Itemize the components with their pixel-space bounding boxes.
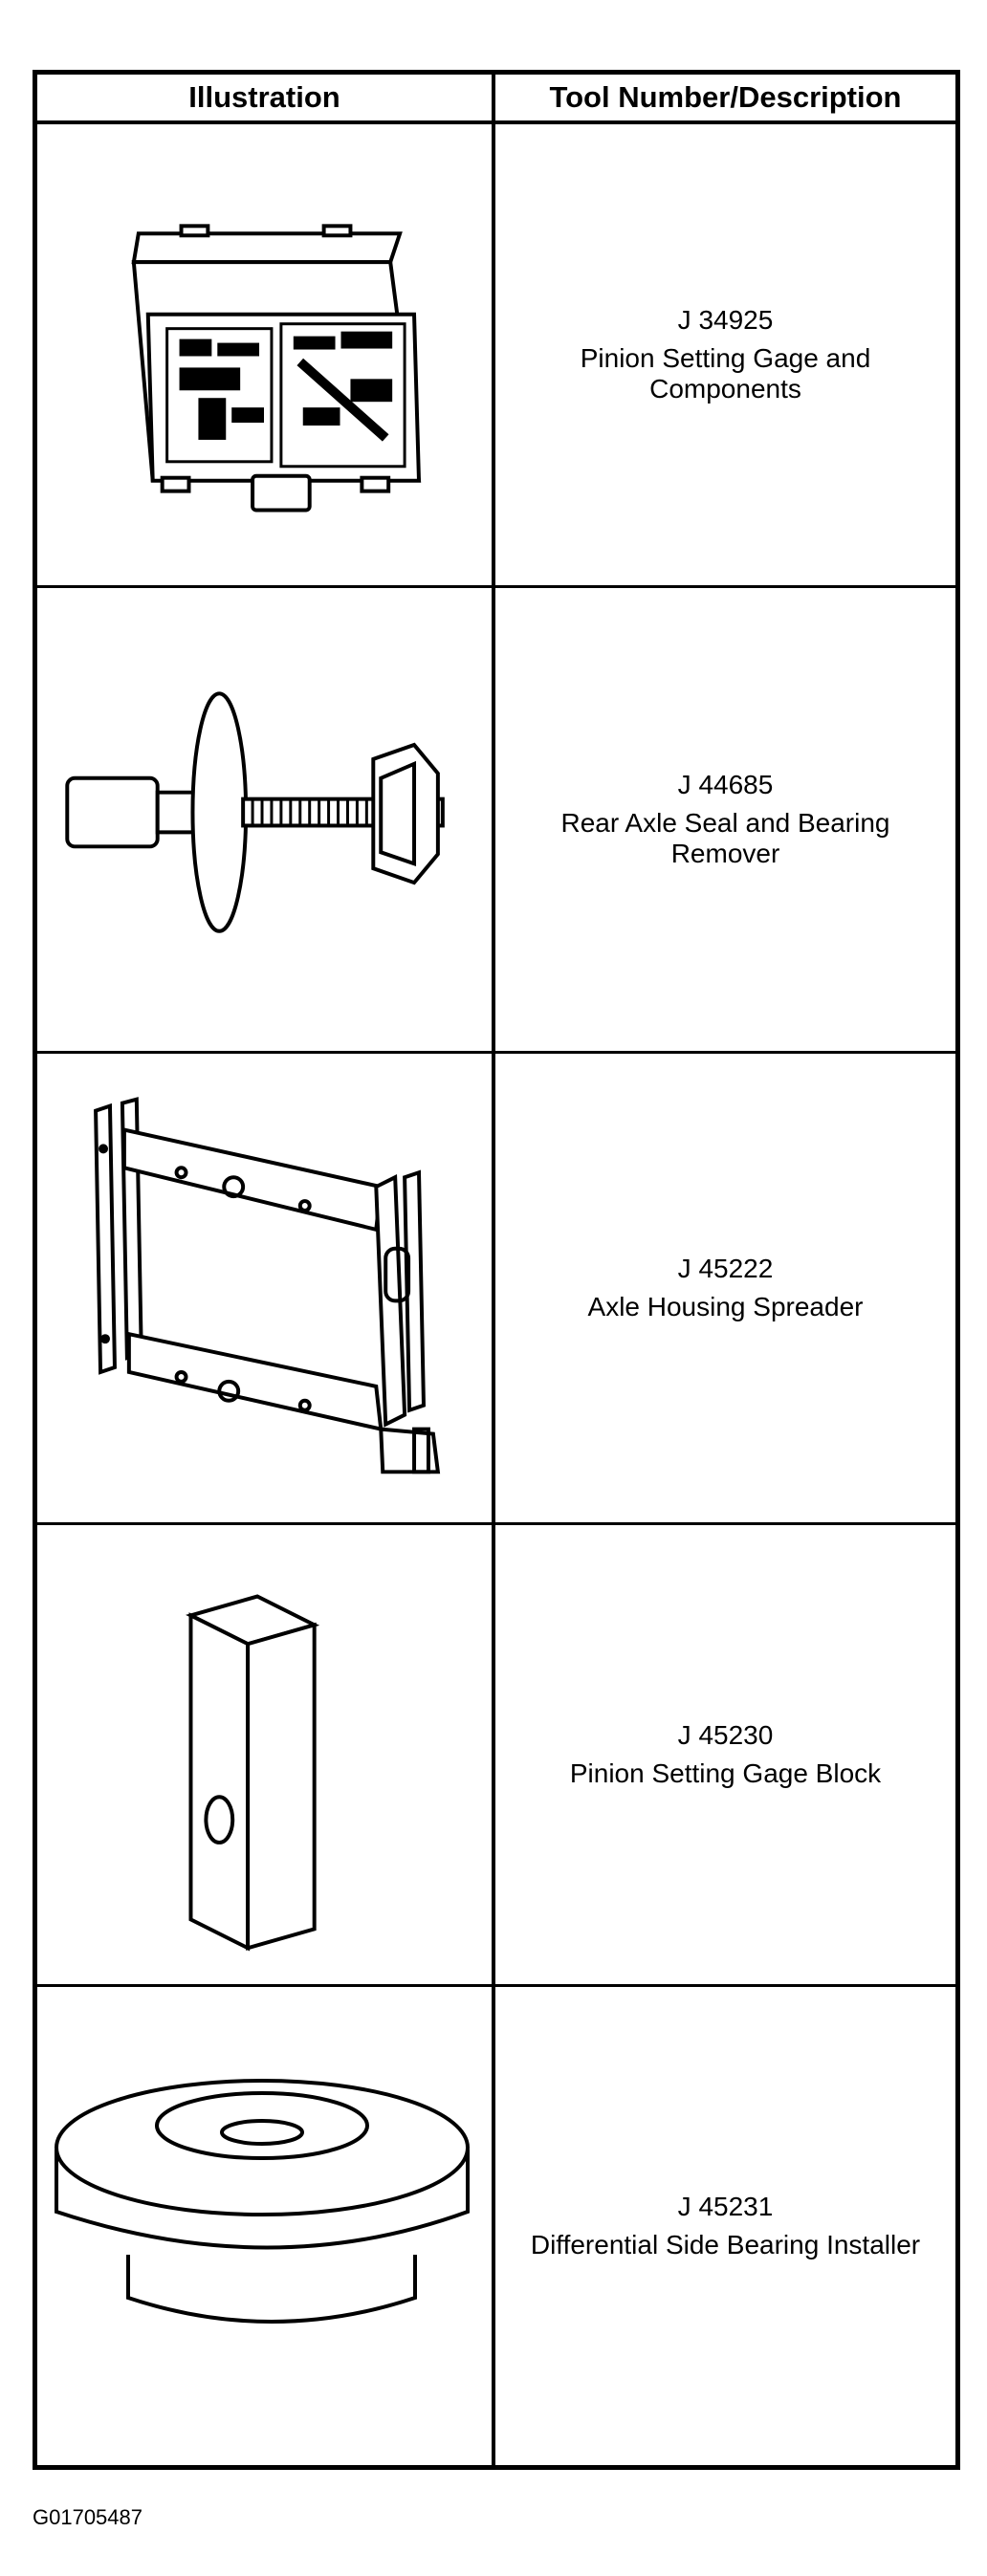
tool-description: Pinion Setting Gage Block: [569, 1758, 882, 1788]
tool-number: J 44685: [677, 770, 774, 799]
column-divider: [492, 75, 495, 2465]
tool-description: Differential Side Bearing Installer: [530, 2230, 921, 2259]
tool-number: J 45231: [677, 2192, 774, 2221]
tool-case-icon: [37, 124, 492, 585]
tool-description-cell: J 45230 Pinion Setting Gage Block: [495, 1525, 955, 1984]
figure-caption: G01705487: [33, 2505, 143, 2529]
tool-number: J 45222: [677, 1254, 774, 1283]
tool-number: J 34925: [677, 305, 774, 335]
tool-description-cell: J 34925 Pinion Setting Gage and Componen…: [495, 124, 955, 585]
tool-description-cell: J 45222 Axle Housing Spreader: [495, 1054, 955, 1522]
tool-description: Pinion Setting Gage and Components: [580, 343, 871, 404]
gage-block-icon: [37, 1525, 492, 1984]
tool-description-cell: J 45231 Differential Side Bearing Instal…: [495, 1987, 955, 2465]
tool-description: Rear Axle Seal and Bearing Remover: [560, 808, 890, 868]
tool-description: Axle Housing Spreader: [587, 1292, 864, 1321]
table-header: Illustration Tool Number/Description: [37, 75, 955, 124]
table-row: J 44685 Rear Axle Seal and Bearing Remov…: [37, 588, 955, 1054]
table-row: J 34925 Pinion Setting Gage and Componen…: [37, 124, 955, 588]
tool-number: J 45230: [677, 1720, 774, 1750]
seal-bearing-remover-icon: [37, 588, 492, 1051]
table-row: J 45222 Axle Housing Spreader: [37, 1054, 955, 1525]
table-row: J 45231 Differential Side Bearing Instal…: [37, 1987, 955, 2465]
header-tool-number: Tool Number/Description: [549, 80, 902, 114]
tool-description-cell: J 44685 Rear Axle Seal and Bearing Remov…: [495, 588, 955, 1051]
bearing-installer-icon: [37, 1987, 492, 2465]
tool-table: Illustration Tool Number/Description: [33, 70, 960, 2470]
table-row: J 45230 Pinion Setting Gage Block: [37, 1525, 955, 1987]
header-illustration: Illustration: [188, 80, 340, 114]
axle-housing-spreader-icon: [37, 1054, 492, 1522]
